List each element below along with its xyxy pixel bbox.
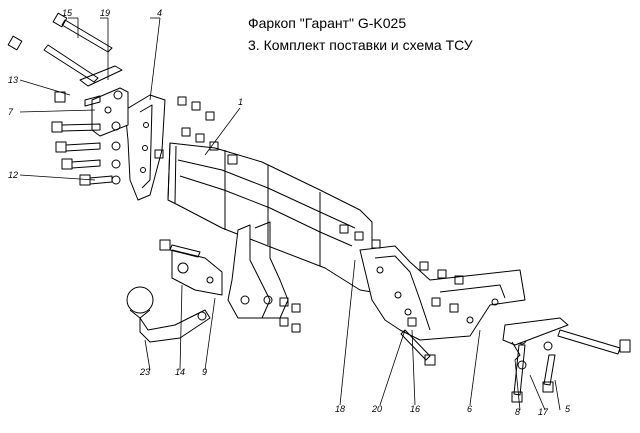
right-bracket-plate xyxy=(359,245,526,341)
diagram-title: Фаркоп "Гарант" G-K025 xyxy=(248,15,407,31)
rear-small-plate xyxy=(502,317,569,361)
label-part-18: 18 xyxy=(335,404,345,414)
label-part-16: 16 xyxy=(410,404,420,414)
label-part-23: 23 xyxy=(139,367,150,377)
label-part-7: 7 xyxy=(8,107,14,117)
label-part-17: 17 xyxy=(538,407,549,417)
upper-left-plate xyxy=(79,65,129,137)
part-number-labels: 1 4 5 6 7 8 9 12 13 14 15 16 17 18 19 20… xyxy=(8,8,571,417)
label-part-20: 20 xyxy=(371,404,382,414)
nuts-and-washers xyxy=(111,90,553,370)
label-part-19: 19 xyxy=(100,8,110,18)
bolts xyxy=(7,12,631,403)
label-part-13: 13 xyxy=(8,75,18,85)
left-bracket xyxy=(124,94,166,201)
label-part-12: 12 xyxy=(8,170,18,180)
ball-mount-plate xyxy=(171,249,223,296)
diagram-subtitle: 3. Комплект поставки и схема ТСУ xyxy=(248,37,473,53)
leader-lines xyxy=(19,17,561,411)
label-part-5: 5 xyxy=(565,404,571,414)
mounting-brackets xyxy=(227,221,289,319)
crossbar-beam xyxy=(167,142,373,293)
label-part-6: 6 xyxy=(467,404,472,414)
tow-ball xyxy=(126,286,211,343)
label-part-9: 9 xyxy=(202,367,207,377)
label-part-15: 15 xyxy=(62,8,73,18)
label-part-4: 4 xyxy=(157,8,162,18)
label-part-14: 14 xyxy=(175,367,185,377)
label-part-1: 1 xyxy=(238,97,243,107)
label-part-8: 8 xyxy=(515,407,520,417)
